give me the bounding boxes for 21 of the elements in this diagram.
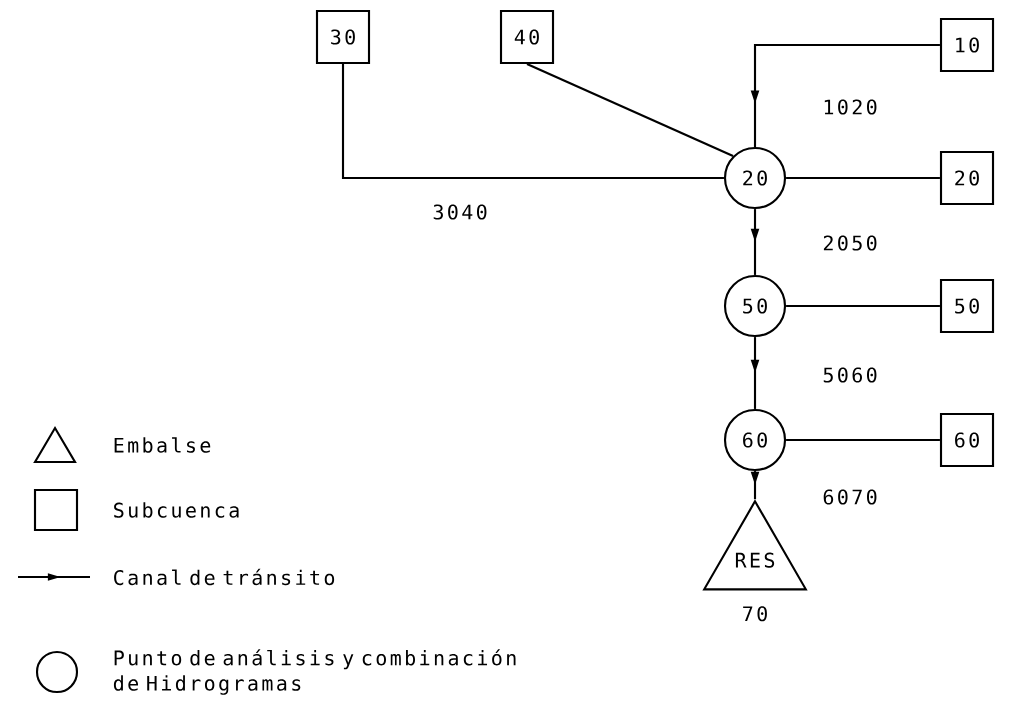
node-caption: 70 bbox=[743, 606, 767, 622]
edge-label: 3040 bbox=[431, 203, 490, 221]
legend-text: Subcuenca bbox=[114, 502, 239, 518]
edge-label: 6070 bbox=[821, 488, 880, 506]
connector-line bbox=[786, 438, 940, 442]
connector-line bbox=[786, 304, 940, 308]
legend-text: Embalse bbox=[114, 437, 211, 453]
legend-text: Punto de análisis y combinación de Hidrogramas bbox=[113, 649, 516, 695]
legend-text: Canal de tránsito bbox=[114, 568, 335, 586]
edge-label: 1020 bbox=[821, 98, 880, 116]
edge-label: 2050 bbox=[821, 234, 880, 252]
edge-label: 5060 bbox=[821, 366, 880, 384]
connector-line bbox=[526, 63, 734, 157]
subbasin-box: 50 bbox=[939, 278, 995, 334]
subbasin-box: 20 bbox=[939, 150, 995, 206]
subbasin-box: 30 bbox=[315, 9, 371, 65]
connector-line bbox=[786, 176, 940, 180]
connector-line bbox=[341, 64, 724, 180]
subbasin-box: 60 bbox=[939, 412, 995, 468]
subbasin-box: 10 bbox=[939, 17, 995, 73]
subbasin-box: 40 bbox=[499, 9, 555, 65]
